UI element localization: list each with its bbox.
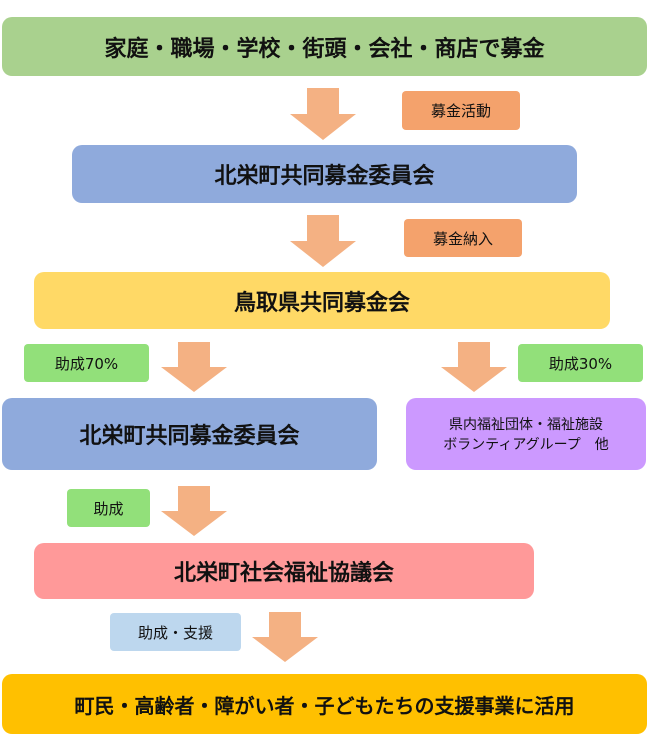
grant-30-tag: 助成30%	[518, 344, 643, 382]
committee-top-box: 北栄町共同募金委員会	[72, 145, 577, 203]
down-arrow-icon	[290, 88, 356, 140]
down-arrow-icon	[252, 612, 318, 662]
down-arrow-icon	[290, 215, 356, 267]
committee-bottom-label: 北栄町共同募金委員会	[79, 424, 300, 449]
social-welfare-council-box: 北栄町社会福祉協議会	[34, 543, 534, 599]
prefectural-groups-box: 県内福祉団体・福祉施設 ボランティアグループ 他	[406, 398, 646, 470]
fund-payment-label: 募金納入	[432, 229, 493, 248]
grant-70-label: 助成70%	[54, 354, 119, 373]
down-arrow-icon	[441, 342, 507, 392]
fundraising-activity-label: 募金活動	[430, 102, 491, 120]
final-use-label: 町民・高齢者・障がい者・子どもたちの支援事業に活用	[74, 693, 575, 718]
down-arrow-icon	[161, 486, 227, 536]
prefectural-groups-line2: ボランティアグループ 他	[443, 437, 609, 453]
fundraising-sources-box: 家庭・職場・学校・街頭・会社・商店で募金	[2, 17, 647, 76]
grant-label: 助成	[93, 499, 124, 518]
grant-70-tag: 助成70%	[24, 344, 149, 382]
grant-30-label: 助成30%	[548, 354, 613, 373]
grant-support-label: 助成・支援	[137, 623, 213, 642]
social-welfare-council-label: 北栄町社会福祉協議会	[173, 561, 394, 586]
grant-tag: 助成	[67, 489, 150, 527]
tottori-association-box: 鳥取県共同募金会	[34, 272, 610, 329]
down-arrow-icon	[161, 342, 227, 392]
grant-support-tag: 助成・支援	[110, 613, 241, 651]
committee-bottom-box: 北栄町共同募金委員会	[2, 398, 377, 470]
final-use-box: 町民・高齢者・障がい者・子どもたちの支援事業に活用	[2, 674, 647, 734]
fund-payment-tag: 募金納入	[404, 219, 522, 257]
fundraising-sources-label: 家庭・職場・学校・街頭・会社・商店で募金	[104, 36, 545, 62]
tottori-association-label: 鳥取県共同募金会	[233, 290, 410, 316]
committee-top-label: 北栄町共同募金委員会	[214, 164, 435, 189]
fundraising-activity-tag: 募金活動	[402, 91, 520, 130]
prefectural-groups-line1: 県内福祉団体・福祉施設	[449, 417, 603, 433]
